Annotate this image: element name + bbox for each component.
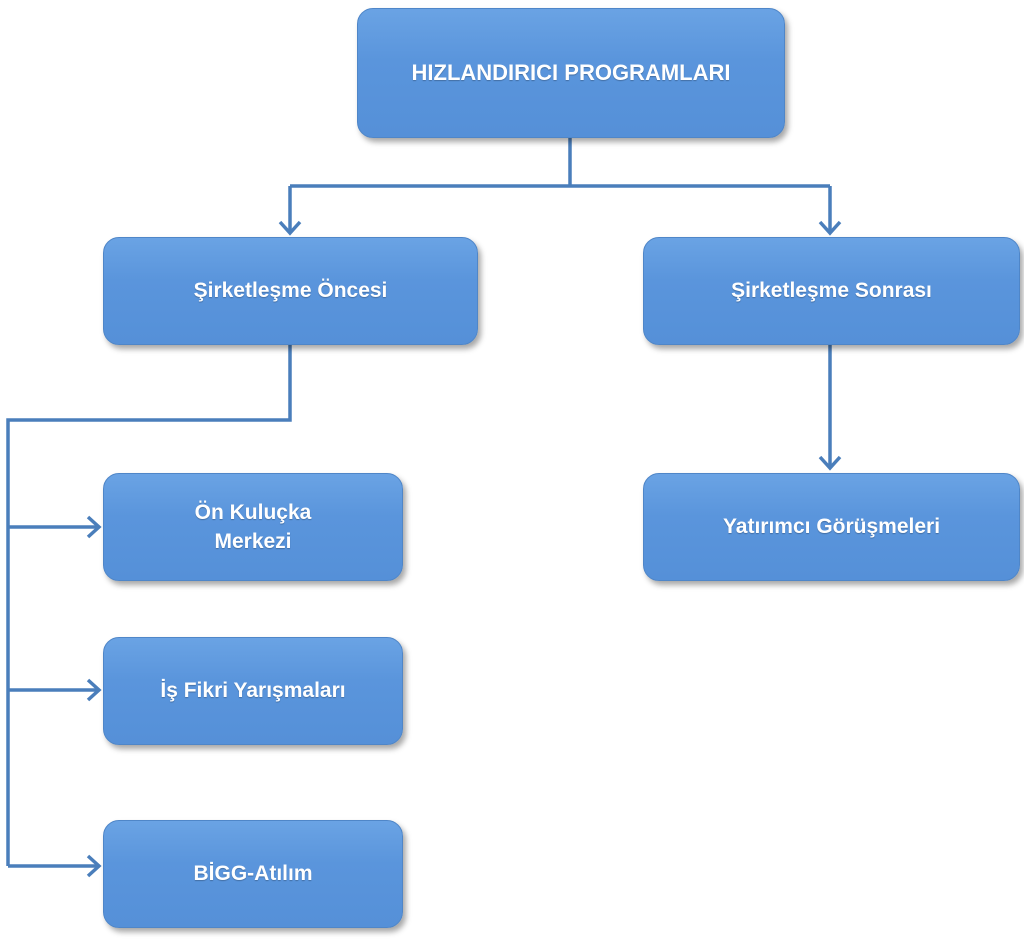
node-label: Şirketleşme Öncesi [193,279,388,303]
root-connector [288,138,832,233]
post-connector [818,345,842,471]
node-label: İş Fikri Yarışmaları [160,679,346,703]
node-label: Yatırımcı Görüşmeleri [722,515,941,539]
node-label: Şirketleşme Sonrası [731,279,932,303]
arrowheads-pre [86,515,102,878]
node-label: HIZLANDIRICI PROGRAMLARI [411,59,731,85]
pre-connector [6,345,292,868]
node-yatirimci: Yatırımcı Görüşmeleri [643,473,1020,581]
node-label: BİGG-Atılım [193,862,313,886]
node-is-fikri: İş Fikri Yarışmaları [103,637,403,745]
node-root: HIZLANDIRICI PROGRAMLARI [357,8,785,138]
node-on-kulucka: Ön Kuluçka Merkezi [103,473,403,581]
node-pre: Şirketleşme Öncesi [103,237,478,345]
node-label: Ön Kuluçka Merkezi [194,500,312,553]
node-bigg: BİGG-Atılım [103,820,403,928]
node-post: Şirketleşme Sonrası [643,237,1020,345]
arrowheads-level1 [278,220,842,236]
